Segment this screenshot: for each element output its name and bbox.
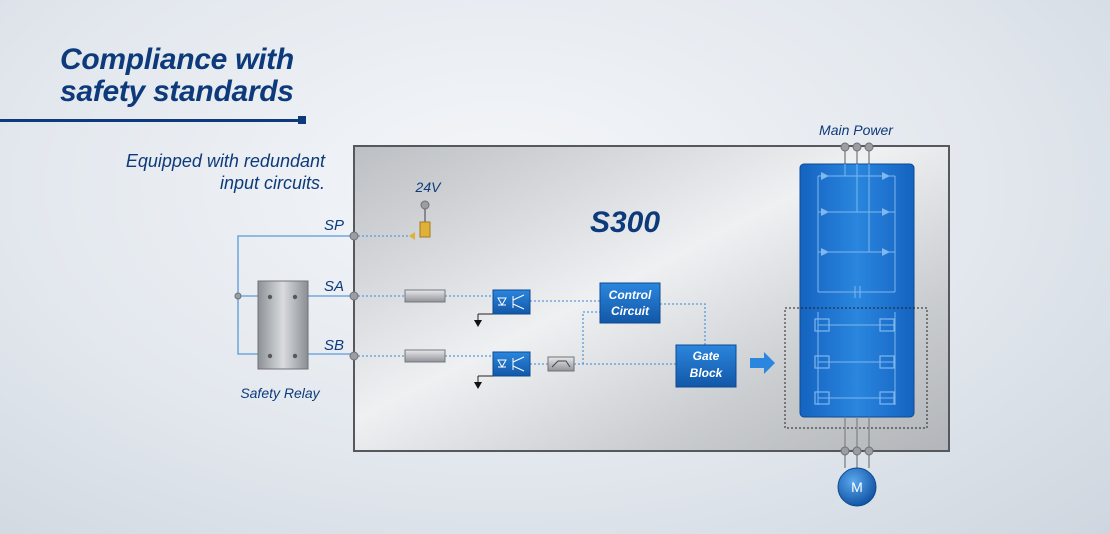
- title-underline-cap: [298, 116, 306, 124]
- internal-wiring: [354, 235, 706, 365]
- title-underline: [0, 119, 300, 122]
- control-circuit-label-1: Control: [609, 288, 652, 302]
- title-line-1: Compliance with: [60, 43, 294, 76]
- resistor-sb: [404, 349, 446, 363]
- gate-block: [675, 344, 737, 388]
- page-title: Compliance with safety standards: [60, 44, 294, 108]
- voltage-label: 24V: [415, 179, 443, 195]
- supply-24v: [409, 200, 431, 240]
- power-module: [799, 163, 915, 418]
- gate-block-label-2: Block: [690, 366, 724, 380]
- signal-arrow: [750, 352, 775, 374]
- terminal-sp-label: SP: [324, 217, 344, 234]
- gate-block-label-1: Gate: [693, 349, 720, 363]
- description-line-2: input circuits.: [219, 173, 325, 193]
- motor-label: M: [851, 479, 863, 495]
- optocoupler-sa: [474, 289, 531, 327]
- description-line-1: Equipped with redundant: [125, 151, 325, 171]
- title-line-2: safety standards: [60, 75, 294, 108]
- optocoupler-sb: [474, 351, 531, 389]
- device-name-label: S300: [590, 206, 660, 239]
- control-circuit-block: [599, 282, 661, 324]
- safety-relay: [257, 280, 309, 370]
- terminal-sa-label: SA: [324, 278, 344, 295]
- resistor-sa: [404, 289, 446, 303]
- motor-output-lines: [840, 417, 874, 468]
- main-power-label: Main Power: [819, 122, 894, 138]
- sb-buffer-element: [547, 356, 575, 372]
- safety-relay-label: Safety Relay: [240, 385, 320, 401]
- feature-description: Equipped with redundant input circuits.: [126, 150, 325, 194]
- motor-icon: [837, 467, 877, 507]
- terminal-sb-label: SB: [324, 337, 344, 354]
- main-power-inputs: [840, 142, 874, 164]
- gate-block-boundary: [784, 307, 928, 429]
- control-circuit-label-2: Circuit: [611, 304, 650, 318]
- terminal-dots: [234, 231, 359, 361]
